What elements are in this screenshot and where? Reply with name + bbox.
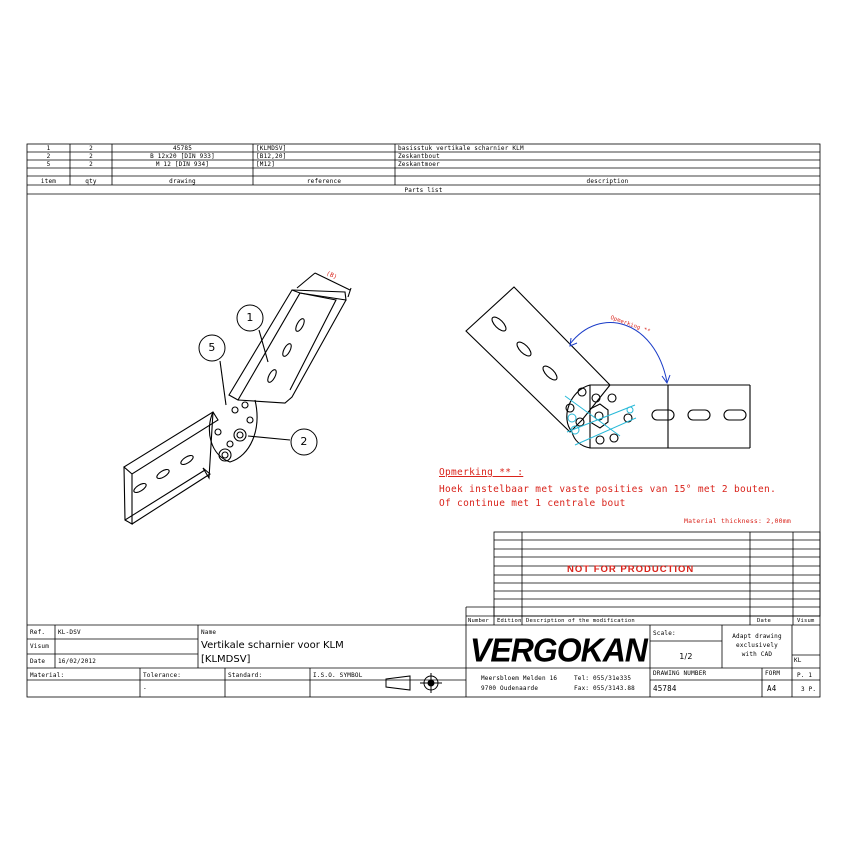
construction-lines: [564, 395, 637, 446]
parts-row-2-reference: [B12,20]: [256, 153, 287, 160]
drawing-number-label: DRAWING NUMBER: [653, 670, 707, 677]
drawing-title: Vertikale scharnier voor KLM: [201, 640, 344, 651]
bracket-isometric-view: [123, 272, 352, 525]
parts-row-3-drawing: M 12 [DIN 934]: [155, 161, 210, 168]
telephone: Tel: 055/31e335: [574, 675, 632, 682]
remark-title: Opmerking ** :: [439, 467, 524, 478]
date-label: Date: [30, 658, 46, 665]
ref-label: Ref.: [30, 629, 46, 636]
fax: Fax: 055/3143.88: [574, 685, 635, 692]
parts-row-2-qty: 2: [89, 153, 93, 160]
parts-list-caption: Parts list: [404, 187, 443, 194]
company-logo: VERGOKAN: [470, 631, 648, 669]
parts-row-1-description: basisstuk vertikale scharnier KLM: [398, 145, 524, 152]
balloon-2: [290, 428, 318, 456]
iso-symbol-label: I.S.O. SYMBOL: [313, 672, 363, 679]
rev-header-number: Number: [468, 618, 490, 624]
parts-row-3-reference: [M12]: [256, 161, 276, 168]
balloon-5-label: 5: [208, 341, 216, 354]
date-value: 16/02/2012: [58, 658, 97, 665]
parts-row-3-description: Zeskantmoer: [398, 161, 440, 168]
scale-value: 1/2: [679, 652, 693, 661]
standard-label: Standard:: [228, 672, 263, 679]
bracket-front-view: [465, 286, 751, 449]
parts-row-1-drawing: 45785: [172, 145, 193, 152]
form-value: A4: [767, 684, 777, 693]
parts-row-2-drawing: B 12x20 [DIN 933]: [150, 153, 215, 160]
parts-row-2-item: 2: [46, 153, 51, 160]
angle-arc: [569, 322, 671, 385]
scale-label: Scale:: [653, 630, 676, 637]
balloon-2-label: 2: [300, 435, 308, 448]
address-line-2: 9700 Oudenaarde: [481, 685, 539, 692]
rev-header-edition: Edition: [497, 618, 522, 624]
balloon-5: [198, 334, 226, 362]
header-item: item: [40, 178, 57, 185]
visum-label: Visum: [30, 643, 50, 650]
remark-line-2: Of continue met 1 centrale bout: [439, 498, 626, 509]
page-number: P. 1: [797, 672, 813, 679]
tolerance-label: Tolerance:: [143, 672, 182, 679]
parts-row-1-reference: [KLMDSV]: [256, 145, 287, 152]
parts-row-3-qty: 2: [89, 161, 93, 168]
adapt-line-2: exclusively: [736, 642, 778, 649]
parts-row-1-qty: 2: [89, 145, 93, 152]
adapt-line-1: Adapt drawing: [732, 633, 782, 640]
balloons: [198, 304, 318, 456]
material-thickness: Material thickness: 2,00mm: [684, 517, 791, 525]
remark-line-1: Hoek instelbaar met vaste posities van 1…: [439, 484, 777, 495]
adapt-line-3: with CAD: [741, 651, 773, 658]
parts-row-2-description: Zeskantbout: [398, 153, 440, 160]
header-drawing: drawing: [169, 178, 196, 185]
kl-mark: KL: [794, 657, 802, 664]
drawing-title-ref: [KLMDSV]: [201, 654, 251, 665]
rev-header-description: Description of the modification: [526, 618, 635, 624]
rev-header-visum: Visum: [797, 618, 815, 624]
balloon-1: [236, 304, 264, 332]
drawing-number: 45784: [653, 684, 677, 693]
header-description: description: [586, 178, 629, 185]
parts-row-3-item: 5: [46, 161, 51, 168]
name-label: Name: [201, 629, 217, 636]
not-for-production: NOT FOR PRODUCTION: [567, 564, 695, 575]
address-line-1: Meersbloem Melden 16: [481, 675, 558, 682]
rev-header-date: Date: [757, 618, 772, 624]
form-label: FORM: [765, 670, 781, 677]
balloon-1-label: 1: [246, 311, 254, 324]
iso-projection-symbol: [385, 673, 442, 693]
material-label: Material:: [30, 672, 65, 679]
header-qty: qty: [85, 178, 97, 185]
page-count: 3 P.: [801, 686, 817, 693]
header-reference: reference: [306, 178, 342, 185]
tolerance-value: -: [143, 685, 147, 692]
ref-value: KL-DSV: [58, 629, 81, 636]
parts-row-1-item: 1: [46, 145, 51, 152]
